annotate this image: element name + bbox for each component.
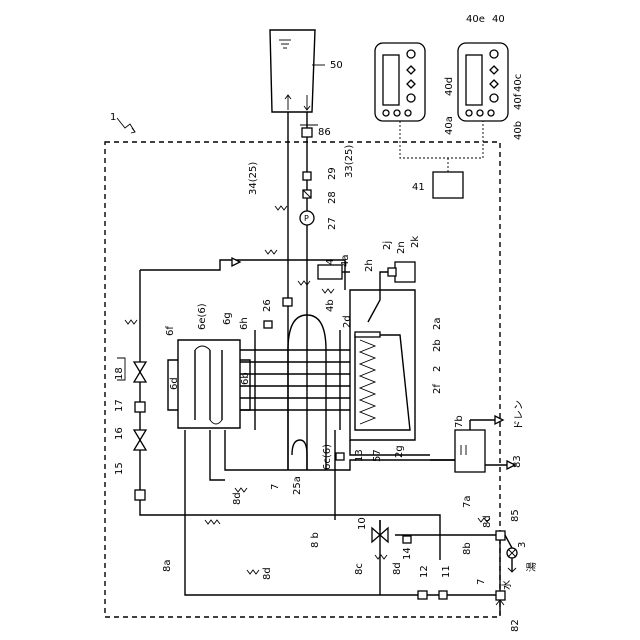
label-40a: 40a (444, 116, 455, 135)
label-40d: 40d (444, 77, 455, 96)
label-12: 12 (419, 565, 430, 578)
label-8b-1: 8 b (310, 532, 321, 548)
label-8d-2: 8d (392, 562, 403, 575)
label-6g: 6g (222, 312, 233, 325)
label-40c: 40c (513, 74, 524, 92)
label-2a: 2a (432, 318, 443, 331)
label-8a: 8a (162, 560, 173, 573)
sensor-13 (336, 453, 344, 460)
pump-label: P (304, 214, 309, 223)
label-4: 4 (325, 259, 336, 265)
label-29: 29 (327, 167, 338, 180)
fan-motor (318, 265, 342, 279)
label-15: 15 (114, 462, 125, 475)
label-11: 11 (441, 565, 452, 578)
label-2j: 2j (382, 241, 393, 250)
label-8d-1: 8d (232, 492, 243, 505)
label-57: 57 (372, 449, 383, 462)
label-17: 17 (114, 399, 125, 412)
sensor-12 (418, 591, 427, 599)
label-8c: 8c (354, 563, 365, 575)
label-41: 41 (412, 182, 425, 193)
label-83: 83 (512, 455, 523, 468)
label-34: 34(25) (248, 162, 259, 195)
sensor-29 (303, 172, 311, 180)
gas-valve (395, 262, 415, 282)
label-86: 86 (318, 127, 331, 138)
label-water: 水 (501, 580, 513, 590)
sensor-26 (283, 298, 292, 306)
controller-41 (433, 172, 463, 198)
fitting-82 (496, 591, 505, 600)
label-25a: 25a (292, 476, 303, 495)
label-2n: 2n (396, 241, 407, 254)
label-82: 82 (510, 619, 521, 632)
label-2g: 2g (394, 445, 405, 458)
label-2d: 2d (342, 315, 353, 328)
label-4a: 4a (340, 255, 351, 268)
label-6b: 6b (240, 372, 251, 385)
secondary-exchanger (168, 340, 250, 428)
burner-unit (350, 290, 415, 440)
label-50: 50 (330, 60, 343, 71)
label-2b: 2b (432, 339, 443, 352)
remote-controller-right (458, 43, 508, 121)
label-85: 85 (510, 509, 521, 522)
label-2h: 2h (364, 259, 375, 272)
label-7a-label: 7a (462, 496, 473, 509)
label-14: 14 (402, 547, 413, 560)
label-6c: 6c(6) (322, 444, 333, 470)
label-3: 3 (517, 542, 528, 548)
label-16: 16 (114, 427, 125, 440)
label-18: 18 (114, 367, 125, 380)
label-drain: ドレン (514, 400, 525, 430)
label-7a: 7 (270, 484, 281, 490)
circulation-pump: P (300, 211, 314, 225)
label-10: 10 (357, 517, 368, 530)
label-6e: 6e(6) (197, 303, 208, 330)
label-13: 13 (354, 449, 365, 462)
label-40: 40 (492, 14, 505, 25)
sensor-6h (264, 321, 272, 328)
label-40e: 40e (466, 14, 485, 25)
label-8d-3: 8d (262, 567, 273, 580)
fitting-85 (496, 531, 505, 540)
label-40f: 40f (513, 93, 524, 110)
sensor-11 (439, 591, 447, 599)
label-2f: 2f (432, 384, 443, 394)
label-26: 26 (262, 299, 273, 312)
label-28: 28 (327, 191, 338, 204)
label-33: 33(25) (344, 145, 355, 178)
sensor-14 (403, 536, 411, 543)
label-4b: 4b (325, 299, 336, 312)
label-2: 2 (432, 366, 443, 372)
label-2k: 2k (410, 236, 421, 248)
label-6h: 6h (239, 317, 250, 330)
remote-controller-left (375, 43, 425, 121)
label-7b-label: 7b (454, 415, 465, 428)
valve-3 (505, 535, 517, 558)
label-27: 27 (327, 217, 338, 230)
heat-exchanger (240, 330, 350, 430)
label-hot-water: 湯 (525, 562, 538, 572)
bathtub (270, 30, 325, 112)
label-8d-4: 8d (482, 515, 493, 528)
label-6f: 6f (165, 326, 176, 336)
fitting-86 (302, 128, 312, 137)
label-8b-2: 8b (462, 542, 473, 555)
label-1: 1 (110, 112, 116, 123)
label-7b: 7 (476, 579, 487, 585)
label-6d: 6d (169, 377, 180, 390)
label-40b: 40b (513, 121, 524, 140)
